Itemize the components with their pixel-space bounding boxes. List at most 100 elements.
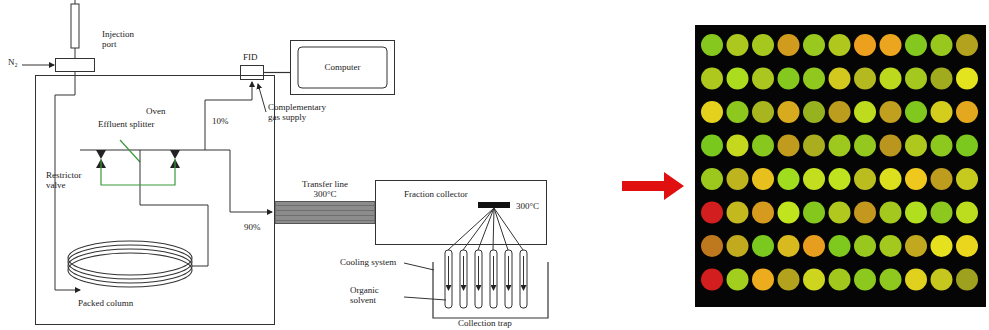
- array-spot: [905, 235, 927, 257]
- array-spot: [803, 68, 825, 90]
- array-spot: [905, 68, 927, 90]
- array-spot: [905, 202, 927, 224]
- array-spot: [956, 269, 978, 291]
- array-spot: [880, 135, 902, 157]
- array-spot: [727, 269, 749, 291]
- array-spot: [752, 135, 774, 157]
- array-spot: [931, 68, 953, 90]
- band-stripe: [275, 220, 375, 221]
- part-label: Complementary gas supply: [268, 102, 336, 123]
- collection-tube: [460, 250, 467, 308]
- transfer-line: [275, 202, 375, 224]
- array-spot: [931, 135, 953, 157]
- array-spot: [854, 68, 876, 90]
- transfer-band: [275, 202, 375, 224]
- oven-box: Oven: [35, 75, 275, 325]
- array-spot: [905, 34, 927, 56]
- array-spot: [727, 168, 749, 190]
- part-label: Organic solvent: [350, 285, 402, 306]
- array-spot: [752, 202, 774, 224]
- component-box: Fraction collector300°C: [375, 180, 547, 245]
- array-spot: [880, 202, 902, 224]
- array-spot: [803, 168, 825, 190]
- array-spot: [778, 68, 800, 90]
- array-spot: [701, 235, 723, 257]
- array-spot: [905, 168, 927, 190]
- array-spot: [880, 34, 902, 56]
- array-spot: [905, 101, 927, 123]
- node-text: Oven: [146, 106, 166, 116]
- array-spot: [803, 34, 825, 56]
- array-spot: [829, 202, 851, 224]
- array-spot: [905, 135, 927, 157]
- array-spot: [778, 202, 800, 224]
- collection-tube: [505, 250, 512, 308]
- part-label: 90%: [244, 222, 261, 232]
- array-spot: [931, 202, 953, 224]
- array-spot: [778, 101, 800, 123]
- array-spot: [854, 202, 876, 224]
- tube-flow: [448, 256, 449, 290]
- array-spot: [701, 68, 723, 90]
- array-spot: [829, 68, 851, 90]
- array-spot: [854, 168, 876, 190]
- array-spot: [829, 235, 851, 257]
- array-spot: [701, 202, 723, 224]
- array-spot: [727, 68, 749, 90]
- part-label: Restrictor valve: [46, 170, 94, 191]
- array-spot: [752, 68, 774, 90]
- array-spot: [701, 101, 723, 123]
- part-label: Effluent splitter: [98, 119, 155, 129]
- part-label: Packed column: [78, 298, 133, 308]
- array-spot: [854, 34, 876, 56]
- array-spot: [829, 101, 851, 123]
- array-spot: [701, 168, 723, 190]
- array-spot: [727, 202, 749, 224]
- tube-flow: [493, 256, 494, 290]
- array-spot: [956, 235, 978, 257]
- array-spot: [727, 34, 749, 56]
- tube-flow: [508, 256, 509, 290]
- array-spot: [752, 101, 774, 123]
- collection-tube: [475, 250, 482, 308]
- array-spot: [880, 168, 902, 190]
- tube-flow: [463, 256, 464, 290]
- component-box: FID: [240, 65, 264, 80]
- data-cable: [264, 72, 290, 73]
- part-label: 10%: [212, 116, 229, 126]
- array-spot: [880, 269, 902, 291]
- array-spot: [854, 269, 876, 291]
- array-spot: [854, 235, 876, 257]
- collection-tube: [520, 250, 527, 308]
- array-spot: [931, 235, 953, 257]
- computer-box: Computer: [290, 40, 395, 95]
- band-stripe: [275, 215, 375, 216]
- node-text: Computer: [325, 62, 361, 72]
- array-spot: [829, 269, 851, 291]
- array-spot: [778, 135, 800, 157]
- node-text: Injection port: [102, 29, 142, 50]
- part-label: N₂: [8, 57, 18, 67]
- array-spot: [931, 34, 953, 56]
- array-spot: [880, 101, 902, 123]
- array-spot: [778, 168, 800, 190]
- edge-label: Transfer line 300°C: [295, 179, 355, 200]
- array-spot: [727, 135, 749, 157]
- array-spot: [829, 34, 851, 56]
- node-text: 300°C: [516, 201, 539, 211]
- tube-flow: [478, 256, 479, 290]
- array-spot: [752, 235, 774, 257]
- band-stripe: [275, 210, 375, 211]
- array-spot: [956, 101, 978, 123]
- array-spot: [752, 269, 774, 291]
- array-spot: [778, 34, 800, 56]
- collection-tube: [445, 250, 452, 308]
- array-spot: [778, 269, 800, 291]
- component-box: Injection port: [55, 58, 95, 72]
- array-spot: [701, 34, 723, 56]
- array-spot: [727, 235, 749, 257]
- array-spot: [803, 202, 825, 224]
- collection-tube: [490, 250, 497, 308]
